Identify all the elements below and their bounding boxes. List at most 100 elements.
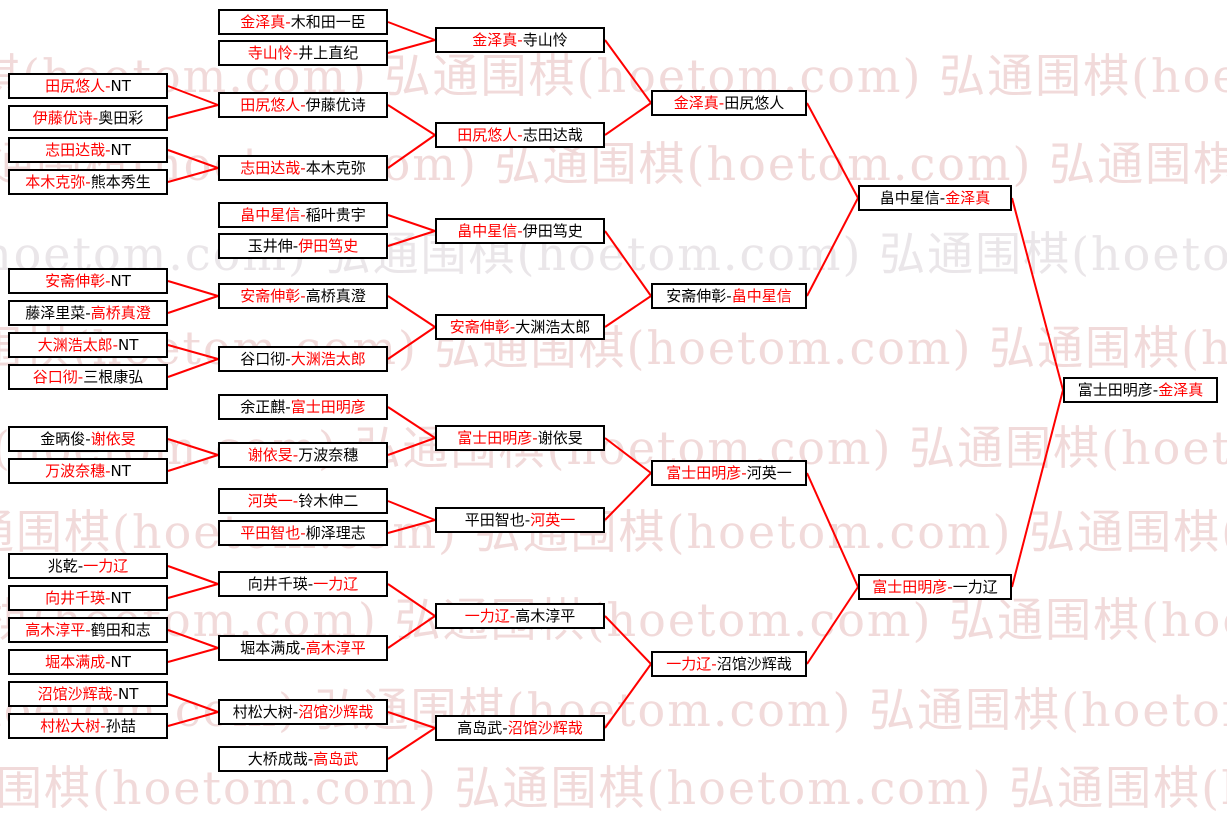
match-box-b12: 平田智也-柳泽理志	[218, 520, 388, 546]
name-separator: -	[85, 620, 91, 639]
name-separator: -	[77, 556, 84, 575]
name-separator: -	[112, 335, 119, 354]
name-separator: -	[300, 205, 306, 224]
player-left: 谢依旻	[247, 445, 293, 464]
connector-line	[167, 167, 219, 183]
name-separator: -	[532, 428, 538, 447]
match-box-b7: 安斋伸彰-高桥真澄	[218, 283, 388, 309]
match-box-d2: 安斋伸彰-畠中星信	[651, 283, 807, 309]
match-box-d3: 富士田明彦-河英一	[651, 460, 807, 486]
match-box-b3: 田尻悠人-伊藤优诗	[218, 92, 388, 118]
match-box-a4: 本木克弥-熊本秀生	[8, 169, 168, 195]
match-box-c2: 田尻悠人-志田达哉	[435, 122, 605, 148]
player-right: 三根康弘	[83, 367, 144, 386]
connector-line	[387, 500, 436, 521]
match-box-a10: 万波奈穗-NT	[8, 458, 168, 484]
match-box-b13: 向井千瑛-一力辽	[218, 571, 388, 597]
player-right: 谢依旻	[537, 428, 583, 447]
name-separator: -	[509, 606, 516, 625]
player-left: 安斋伸彰	[45, 271, 106, 290]
player-left: 向井千瑛	[247, 574, 308, 593]
match-box-c7: 一力辽-高木淳平	[435, 603, 605, 629]
player-left: 志田达哉	[45, 140, 106, 159]
name-separator: -	[517, 30, 523, 49]
player-left: 藤泽里菜	[25, 303, 86, 322]
match-box-c3: 畠中星信-伊田笃史	[435, 218, 605, 244]
tournament-bracket: 弘通围棋(hoetom.com) 弘通围棋(hoetom.com) 弘通围棋(h…	[0, 9, 1227, 815]
player-right: 高岛武	[313, 749, 359, 768]
connector-line	[604, 230, 652, 297]
name-separator: -	[105, 652, 111, 671]
match-box-f1: 富士田明彦-金泽真	[1063, 377, 1218, 403]
connector-line	[167, 149, 219, 169]
player-left: 余正麒	[240, 397, 286, 416]
player-left: 富士田明彦	[457, 428, 533, 447]
match-box-b1: 金泽真-木和田一臣	[218, 9, 388, 35]
connector-line	[387, 295, 436, 328]
player-right: NT	[110, 140, 131, 159]
match-box-a16: 村松大树-孙喆	[8, 713, 168, 739]
name-separator: -	[300, 638, 306, 657]
connector-lines-layer	[167, 21, 1064, 760]
player-right: 河英一	[746, 463, 792, 482]
match-box-c6: 平田智也-河英一	[435, 507, 605, 533]
match-box-c1: 金泽真-寺山怜	[435, 27, 605, 53]
player-left: 畠中星信	[457, 221, 518, 240]
match-box-e2: 富士田明彦-一力辽	[858, 574, 1012, 600]
player-left: 平田智也	[240, 523, 301, 542]
player-right: 金泽真	[945, 188, 991, 207]
connector-line	[387, 615, 436, 649]
name-separator: -	[947, 577, 953, 596]
player-left: 大桥成哉	[247, 749, 308, 768]
name-separator: -	[292, 236, 299, 255]
name-separator: -	[285, 397, 291, 416]
connector-line	[167, 280, 219, 297]
connector-line	[604, 615, 652, 665]
player-right: NT	[118, 684, 139, 703]
player-left: 堀本满成	[45, 652, 106, 671]
player-right: 田尻悠人	[724, 93, 785, 112]
player-left: 平田智也	[464, 510, 525, 529]
connector-line	[604, 295, 652, 328]
player-left: 志田达哉	[240, 158, 301, 177]
connector-line	[167, 295, 219, 314]
player-left: 富士田明彦	[872, 577, 948, 596]
player-left: 安斋伸彰	[666, 286, 727, 305]
name-separator: -	[285, 12, 291, 31]
player-left: 高木淳平	[25, 620, 86, 639]
match-box-b2: 寺山怜-井上直纪	[218, 40, 388, 66]
connector-line	[387, 104, 436, 136]
match-box-a1: 田尻悠人-NT	[8, 73, 168, 99]
match-box-a15: 沼馆沙辉哉-NT	[8, 681, 168, 707]
match-box-a12: 向井千瑛-NT	[8, 585, 168, 611]
player-left: 田尻悠人	[240, 95, 301, 114]
player-right: 一力辽	[83, 556, 129, 575]
name-separator: -	[285, 349, 291, 368]
connector-line	[387, 326, 436, 360]
name-separator: -	[718, 93, 725, 112]
player-right: NT	[110, 652, 131, 671]
connector-line	[604, 437, 652, 474]
player-left: 田尻悠人	[45, 76, 106, 95]
player-right: 大渊浩太郎	[515, 317, 591, 336]
connector-line	[387, 406, 436, 439]
player-right: 奥田彩	[98, 108, 144, 127]
match-box-b5: 畠中星信-稲叶贵宇	[218, 202, 388, 228]
connector-line	[167, 647, 219, 663]
name-separator: -	[85, 303, 91, 322]
connector-line	[1011, 197, 1064, 391]
match-box-a5: 安斋伸彰-NT	[8, 268, 168, 294]
player-left: 向井千瑛	[45, 588, 106, 607]
connector-line	[167, 711, 219, 727]
player-left: 河英一	[247, 491, 293, 510]
player-left: 万波奈穗	[45, 461, 106, 480]
player-right: 沼馆沙辉哉	[716, 654, 792, 673]
name-separator: -	[502, 718, 508, 737]
player-left: 兆乾	[47, 556, 78, 575]
player-left: 安斋伸彰	[240, 286, 301, 305]
match-box-b14: 堀本满成-高木淳平	[218, 635, 388, 661]
match-box-b16: 大桥成哉-高岛武	[218, 746, 388, 772]
connector-line	[387, 727, 436, 760]
connector-line	[806, 102, 859, 199]
player-right: NT	[118, 335, 139, 354]
